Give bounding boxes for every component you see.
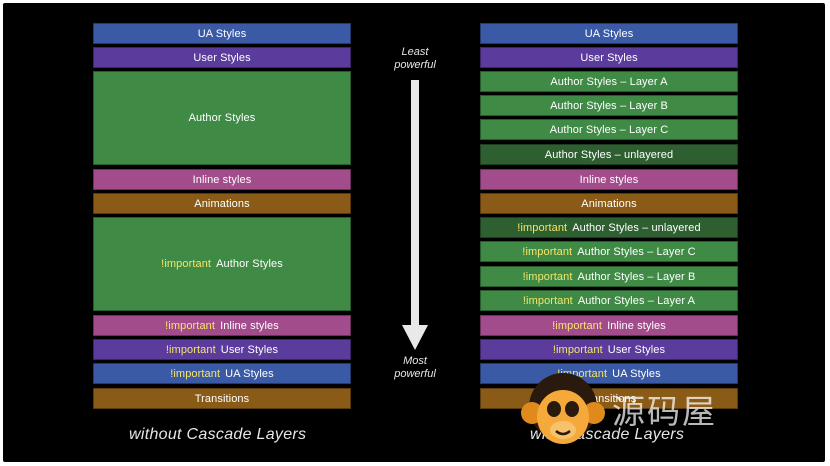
left-layer-bar: Inline styles <box>93 169 351 190</box>
layer-label: Author Styles – unlayered <box>544 148 674 161</box>
left-layer-bar: Author Styles <box>93 71 351 165</box>
arrow-bottom-label-line2: powerful <box>394 368 436 380</box>
layer-label: Inline styles <box>607 319 666 332</box>
important-keyword: !important <box>522 294 573 307</box>
right-layer-bar: Author Styles – Layer C <box>480 119 738 140</box>
watermark-text: 源码屋 <box>612 392 717 431</box>
right-layer-bar: Author Styles – Layer B <box>480 95 738 116</box>
arrow-bottom-label-line1: Most <box>403 355 427 367</box>
left-layer-bar: !important User Styles <box>93 339 351 360</box>
layer-label: User Styles <box>193 51 251 64</box>
layer-label: Author Styles <box>188 112 256 124</box>
layer-label: UA Styles <box>197 27 247 40</box>
right-layer-bar: !important Author Styles – unlayered <box>480 217 738 238</box>
arrow-shaft <box>411 80 419 330</box>
right-layer-bar: Author Styles – Layer A <box>480 71 738 92</box>
layer-label: Inline styles <box>192 173 252 186</box>
right-layer-bar: !important User Styles <box>480 339 738 360</box>
important-keyword: !important <box>552 343 603 356</box>
arrow-bottom-label: Most powerful <box>375 355 455 381</box>
watermark: 源码屋 <box>518 367 768 457</box>
important-keyword: !important <box>517 221 568 234</box>
arrow-top-label-line1: Least <box>401 46 429 58</box>
left-layer-bar: UA Styles <box>93 23 351 44</box>
layer-label: Author Styles <box>216 258 283 270</box>
arrow-top-label-line2: powerful <box>394 59 436 71</box>
layer-label: Author Styles – Layer C <box>577 245 696 258</box>
important-keyword: !important <box>161 258 212 270</box>
layer-label: User Styles <box>580 51 638 64</box>
layer-label: Author Styles – Layer A <box>577 294 696 307</box>
important-keyword: !important <box>165 343 216 356</box>
layer-label: Author Styles – unlayered <box>572 221 701 234</box>
layer-label: UA Styles <box>584 27 634 40</box>
important-keyword: !important <box>522 245 573 258</box>
right-layer-bar: !important Author Styles – Layer B <box>480 266 738 287</box>
important-keyword: !important <box>165 319 216 332</box>
layer-label: Animations <box>194 197 250 210</box>
layer-label: Inline styles <box>220 319 279 332</box>
left-layer-bar: Transitions <box>93 388 351 409</box>
right-layer-bar: Author Styles – unlayered <box>480 144 738 165</box>
arrow-down-icon <box>402 325 428 350</box>
right-layer-bar: User Styles <box>480 47 738 68</box>
layer-label: Transitions <box>194 392 250 405</box>
layer-label: User Styles <box>607 343 666 356</box>
important-keyword: !important <box>552 319 603 332</box>
layer-label: Author Styles – Layer C <box>549 123 669 136</box>
left-layer-bar: !important UA Styles <box>93 363 351 384</box>
layer-label: User Styles <box>220 343 279 356</box>
right-layer-bar: Inline styles <box>480 169 738 190</box>
layer-label: Author Styles – Layer B <box>550 99 668 112</box>
right-layer-bar: UA Styles <box>480 23 738 44</box>
left-layer-bar: User Styles <box>93 47 351 68</box>
layer-label: Author Styles – Layer B <box>577 270 696 283</box>
left-layer-bar: !important Inline styles <box>93 315 351 336</box>
right-layer-bar: !important Author Styles – Layer C <box>480 241 738 262</box>
left-layer-bar: !important Author Styles <box>93 217 351 311</box>
layer-label: Animations <box>581 197 637 210</box>
arrow-top-label: Least powerful <box>375 46 455 72</box>
layer-label: Inline styles <box>579 173 639 186</box>
right-layer-bar: Animations <box>480 193 738 214</box>
important-keyword: !important <box>522 270 573 283</box>
caption-without-layers: without Cascade Layers <box>129 426 307 443</box>
layer-label: UA Styles <box>225 367 274 380</box>
right-layer-bar: !important Inline styles <box>480 315 738 336</box>
right-layer-bar: !important Author Styles – Layer A <box>480 290 738 311</box>
layer-label: UA Styles <box>612 367 661 380</box>
monkey-logo-icon <box>521 373 605 444</box>
important-keyword: !important <box>170 367 221 380</box>
layer-label: Author Styles – Layer A <box>550 75 668 88</box>
left-layer-bar: Animations <box>93 193 351 214</box>
